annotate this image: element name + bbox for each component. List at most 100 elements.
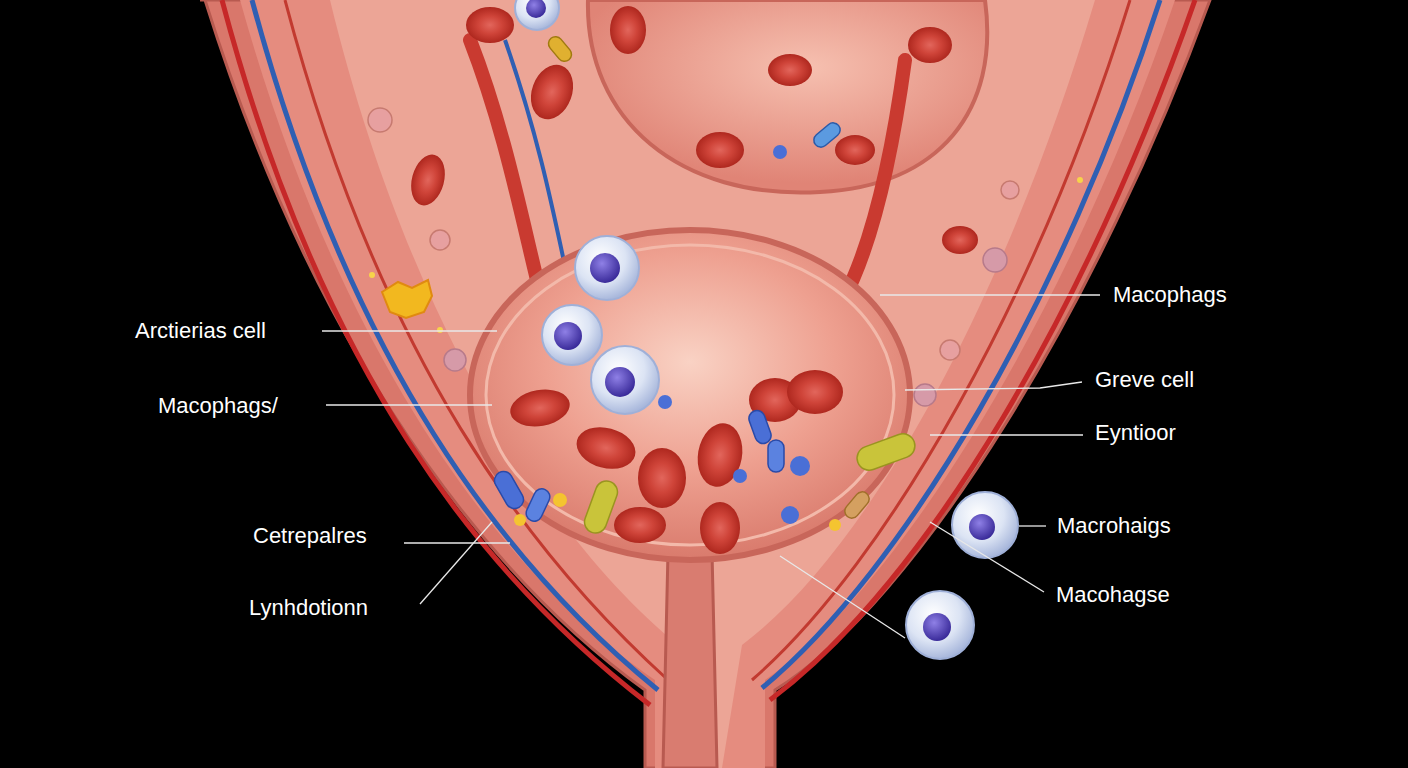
nucleus — [969, 514, 995, 540]
bacteria-cluster — [491, 34, 918, 536]
macrophage — [515, 0, 559, 30]
part-label: Eyntioor — [1095, 419, 1176, 447]
bacterium — [546, 34, 575, 64]
ureter-vessel — [470, 40, 540, 292]
wall-layer — [236, 0, 1175, 768]
red-blood-cell — [700, 502, 740, 554]
nucleus — [590, 253, 620, 283]
macrophages — [515, 0, 1018, 659]
leader-line — [1019, 525, 1046, 526]
macrophage — [575, 236, 639, 300]
part-label: Macophags — [1113, 281, 1227, 309]
label-anchor: Macohagse — [1056, 581, 1170, 609]
leader-line — [404, 542, 510, 543]
lymphocyte — [658, 395, 672, 409]
leader-line — [780, 556, 905, 638]
bacterium — [524, 486, 553, 524]
bacterium — [854, 430, 919, 473]
bacterium — [842, 489, 872, 521]
bacterium — [747, 408, 774, 445]
label-anchor: Lynhdotionn — [249, 594, 368, 622]
leader-line — [420, 522, 492, 604]
label-anchor: Greve cell — [1095, 366, 1194, 394]
red-blood-cell — [696, 132, 744, 168]
red-blood-cell — [768, 54, 812, 86]
particle — [437, 327, 443, 333]
tissue-cell — [914, 384, 936, 406]
red-blood-cell — [787, 370, 843, 414]
red-blood-cell — [610, 6, 646, 54]
part-label: Macrohaigs — [1057, 512, 1171, 540]
label-anchor: Macophags/ — [158, 392, 278, 420]
red-blood-cell — [524, 59, 581, 125]
label-anchor: Macrohaigs — [1057, 512, 1171, 540]
leader-line — [930, 522, 1044, 592]
particle — [1077, 177, 1083, 183]
lymphocyte — [781, 506, 799, 524]
particle — [514, 514, 526, 526]
inflamed-cell — [382, 280, 432, 318]
ureter-vessel — [842, 60, 905, 302]
part-label: Arctierias cell — [135, 317, 266, 345]
nucleus — [605, 367, 635, 397]
macrophage — [952, 492, 1018, 558]
lymphocyte — [773, 145, 787, 159]
bacterium — [581, 478, 620, 536]
red-blood-cells — [406, 6, 978, 554]
part-label: Greve cell — [1095, 366, 1194, 394]
part-label: Macophags/ — [158, 392, 278, 420]
red-blood-cell — [942, 226, 978, 254]
red-blood-cell — [908, 27, 952, 63]
lymphocyte — [733, 469, 747, 483]
bacterium — [811, 120, 843, 150]
bacterium — [768, 440, 784, 472]
label-anchor: Cetrepalres — [253, 522, 367, 550]
tissue-cell — [1001, 181, 1019, 199]
tissue-cell — [368, 108, 392, 132]
red-blood-cell — [466, 7, 514, 43]
organ-wall — [200, 0, 1210, 768]
tissue-cell — [430, 230, 450, 250]
particle — [829, 519, 841, 531]
urethra — [663, 552, 717, 768]
label-anchor: Macophags — [1113, 281, 1227, 309]
macrophage — [591, 346, 659, 414]
red-blood-cell — [507, 385, 572, 431]
leader-line — [930, 434, 1083, 435]
part-label: Lynhdotionn — [249, 594, 368, 622]
particle — [553, 493, 567, 507]
leader-line — [326, 404, 492, 405]
nucleus — [923, 613, 951, 641]
macrophage — [906, 591, 974, 659]
leader-line — [322, 330, 497, 331]
part-label: Macohagse — [1056, 581, 1170, 609]
tissue-cell — [983, 248, 1007, 272]
red-blood-cell — [406, 151, 450, 210]
leader-lines — [322, 295, 1100, 638]
upper-organ — [588, 0, 987, 193]
red-blood-cell — [614, 507, 666, 543]
label-anchor: Eyntioor — [1095, 419, 1176, 447]
nucleus — [526, 0, 546, 18]
particle — [369, 272, 375, 278]
bladder-lining — [486, 245, 894, 545]
bacterium — [491, 468, 527, 512]
label-anchor: Arctierias cell — [135, 317, 266, 345]
red-blood-cell — [693, 420, 747, 491]
inner-tissue — [320, 0, 1095, 768]
lymphocyte — [790, 456, 810, 476]
tissue-cell — [940, 340, 960, 360]
red-blood-cell — [638, 448, 686, 508]
leader-line — [905, 382, 1082, 390]
macrophage — [542, 305, 602, 365]
leader-line — [880, 294, 1100, 295]
red-blood-cell — [835, 135, 875, 165]
bladder — [470, 230, 910, 560]
tissue-cell — [444, 349, 466, 371]
part-label: Cetrepalres — [253, 522, 367, 550]
nucleus — [554, 322, 582, 350]
red-blood-cell — [572, 421, 640, 475]
